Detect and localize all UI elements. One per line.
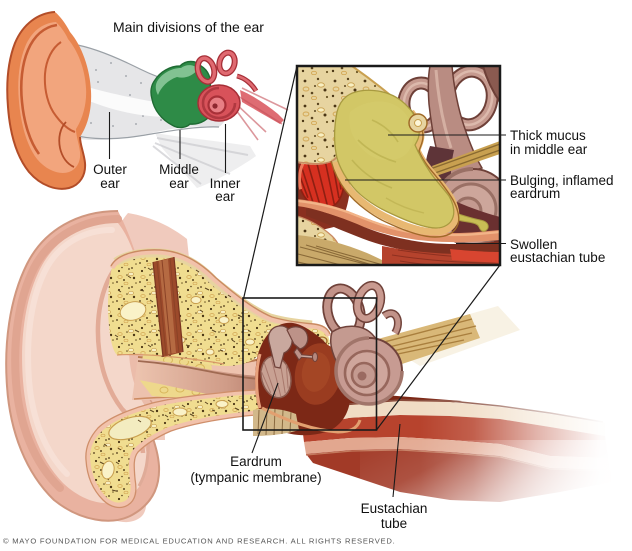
svg-text:ear: ear xyxy=(215,189,235,204)
svg-text:in middle ear: in middle ear xyxy=(510,142,588,157)
svg-text:ear: ear xyxy=(169,176,189,191)
svg-text:(tympanic membrane): (tympanic membrane) xyxy=(190,470,321,485)
svg-text:Bulging, inflamed: Bulging, inflamed xyxy=(510,173,614,188)
svg-text:eustachian tube: eustachian tube xyxy=(510,250,605,265)
svg-text:Inner: Inner xyxy=(210,176,241,191)
svg-text:Outer: Outer xyxy=(93,162,127,177)
svg-text:Main divisions of the ear: Main divisions of the ear xyxy=(113,19,264,35)
svg-text:Eardrum: Eardrum xyxy=(230,454,282,469)
svg-text:eardrum: eardrum xyxy=(510,186,560,201)
svg-text:Middle: Middle xyxy=(159,162,199,177)
svg-text:Thick mucus: Thick mucus xyxy=(510,128,586,143)
svg-text:tube: tube xyxy=(381,516,407,531)
svg-text:Swollen: Swollen xyxy=(510,237,557,252)
svg-text:© MAYO FOUNDATION FOR MEDICAL: © MAYO FOUNDATION FOR MEDICAL EDUCATION … xyxy=(3,537,395,546)
svg-text:ear: ear xyxy=(100,176,120,191)
svg-text:Eustachian: Eustachian xyxy=(361,501,428,516)
